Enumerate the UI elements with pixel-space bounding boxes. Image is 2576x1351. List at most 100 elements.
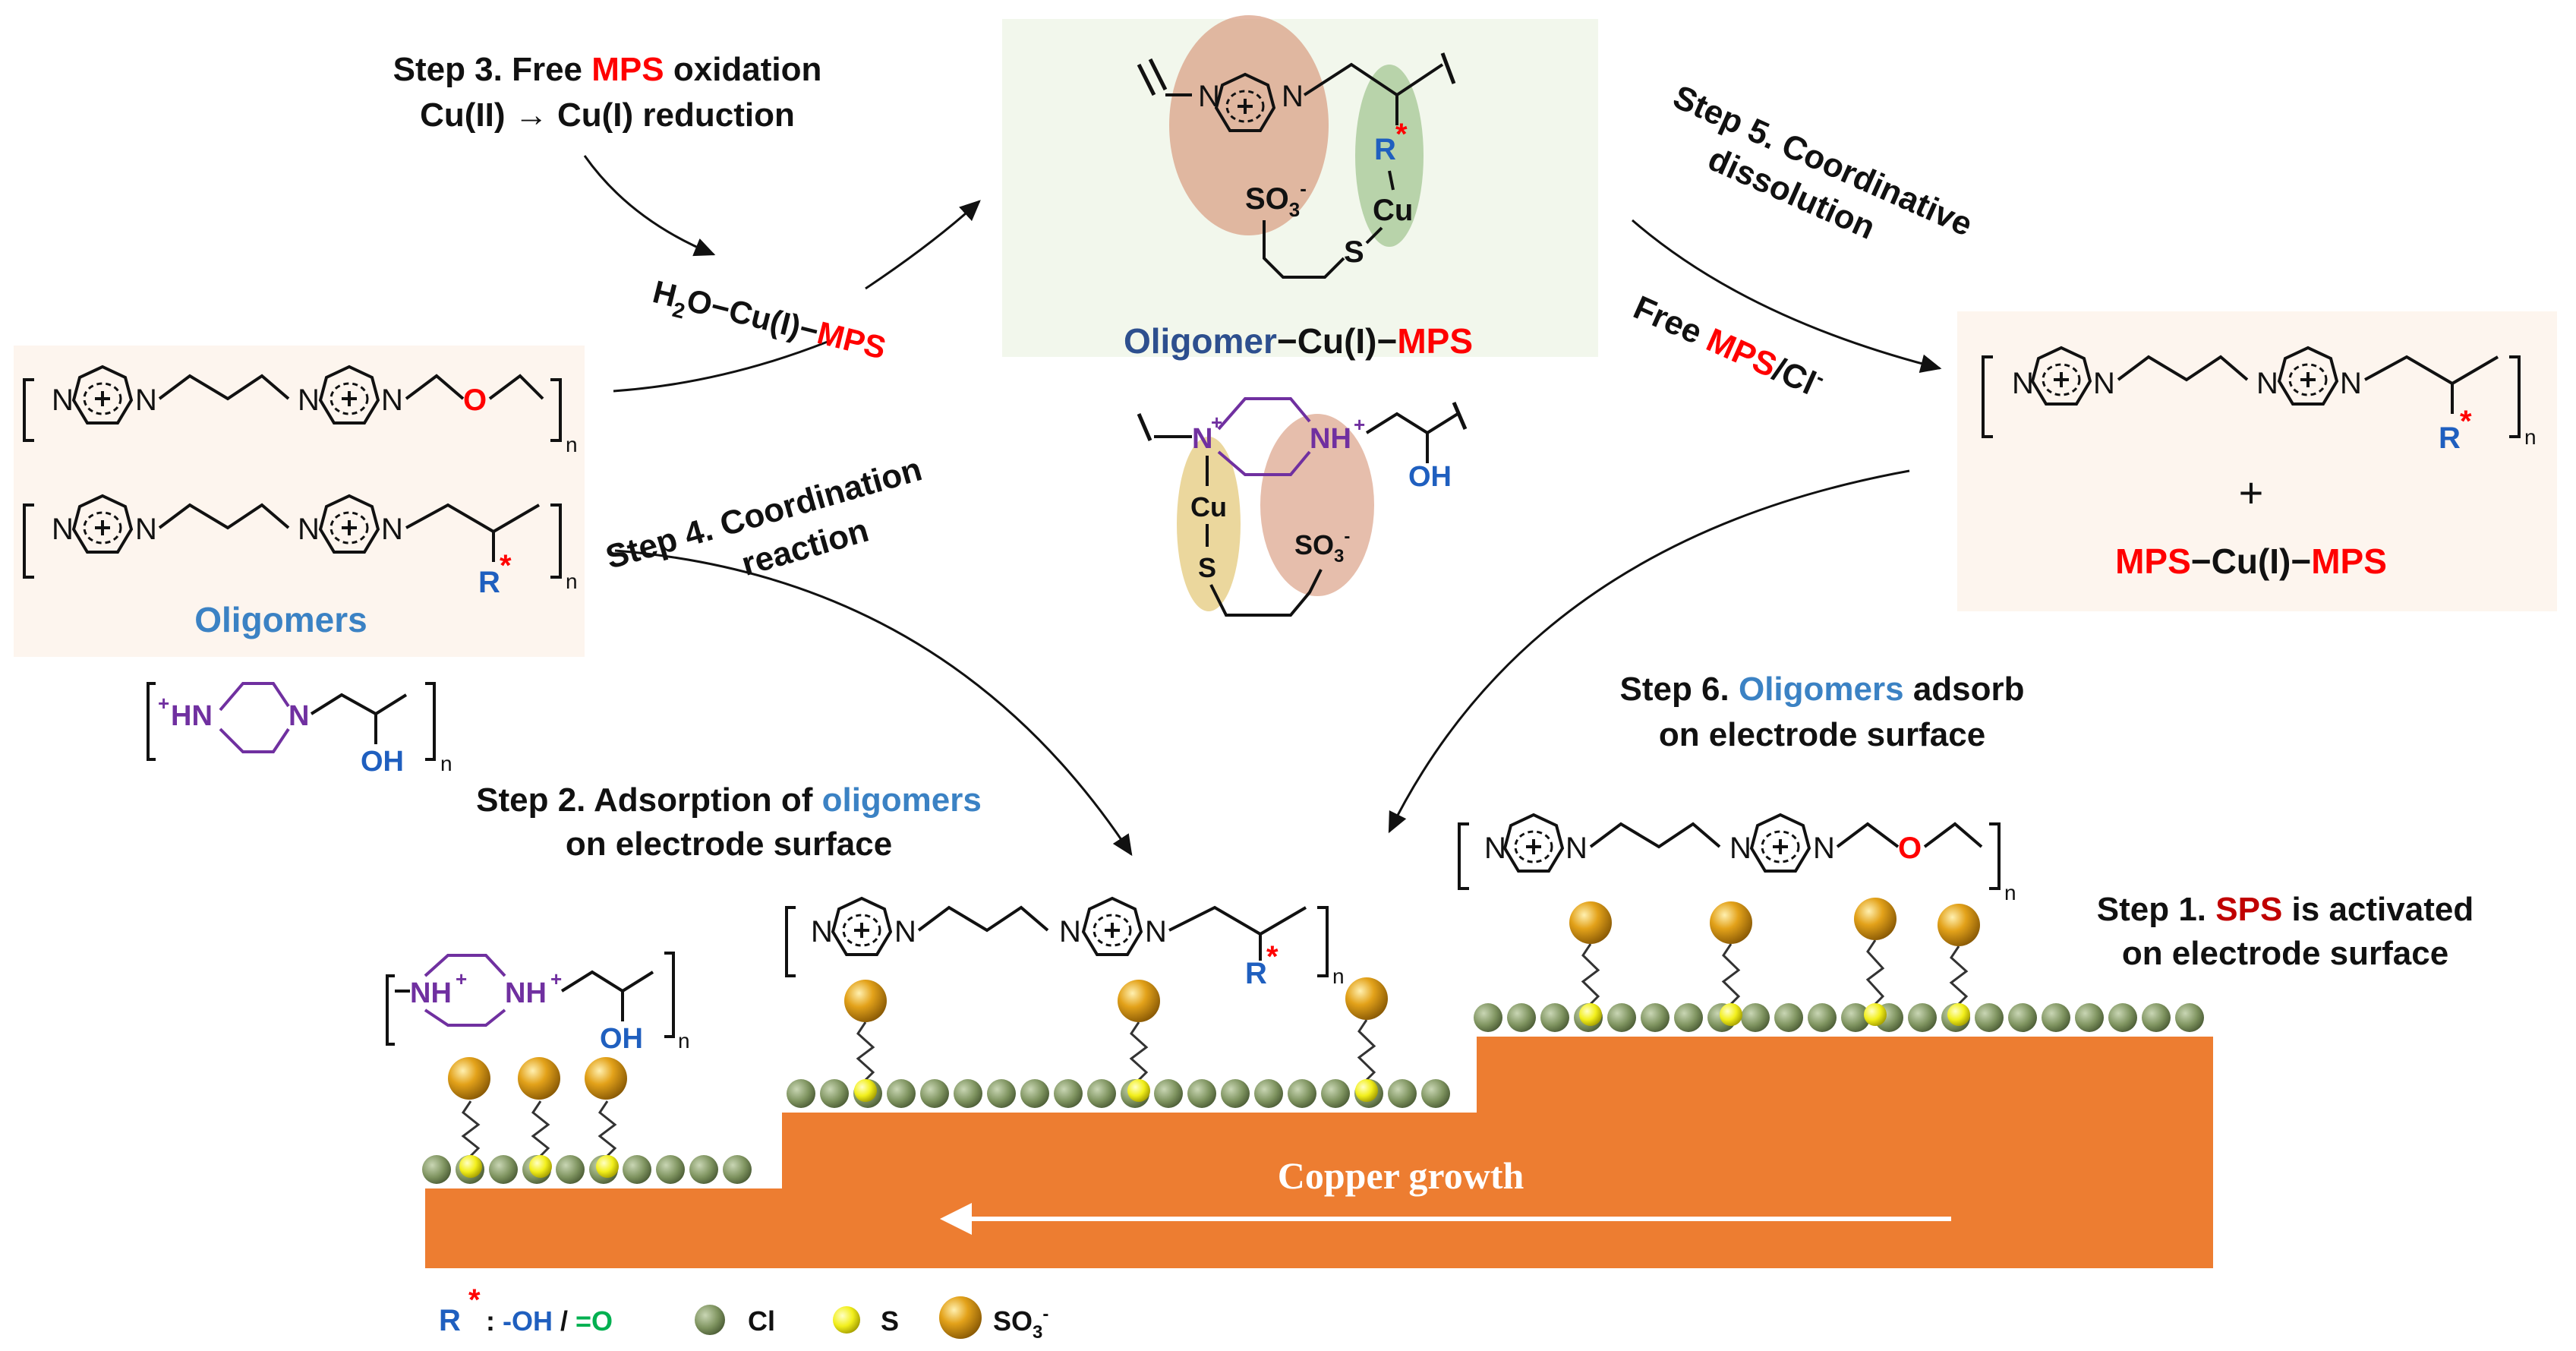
chloride-sphere xyxy=(1221,1079,1250,1108)
chloride-sphere xyxy=(1421,1079,1450,1108)
chloride-sphere xyxy=(1321,1079,1350,1108)
step3-label: Step 3. Free MPS oxidation xyxy=(393,51,822,88)
sulfonate-sphere xyxy=(844,980,887,1022)
chloride-sphere xyxy=(2142,1003,2171,1032)
sulfonate-sphere xyxy=(1854,898,1897,940)
chloride-sphere xyxy=(1908,1003,1937,1032)
sulfonate-sphere xyxy=(585,1057,627,1100)
chloride-sphere xyxy=(1288,1079,1316,1108)
svg-text:Cu: Cu xyxy=(1190,491,1227,522)
svg-text:n: n xyxy=(2004,881,2016,904)
chloride-sphere xyxy=(1641,1003,1670,1032)
sulfur-sphere xyxy=(1864,1003,1887,1026)
svg-text:N: N xyxy=(2340,367,2362,400)
piperazine-cu-complex: N + NH + OH Cu S SO3- xyxy=(1137,397,1468,617)
svg-text:N: N xyxy=(135,384,157,417)
sulfur-sphere xyxy=(1127,1079,1150,1102)
chloride-sphere xyxy=(1187,1079,1216,1108)
sulfur-sphere xyxy=(459,1155,482,1178)
chloride-sphere xyxy=(689,1155,718,1184)
chloride-sphere xyxy=(1388,1079,1417,1108)
chloride-sphere xyxy=(1474,1003,1502,1032)
chloride-sphere xyxy=(1540,1003,1569,1032)
svg-text:N: N xyxy=(2012,367,2034,400)
legend-r: R xyxy=(439,1304,461,1337)
chloride-sphere xyxy=(787,1079,815,1108)
chloride-sphere xyxy=(1808,1003,1837,1032)
svg-text:N: N xyxy=(288,700,309,732)
svg-text:N: N xyxy=(1282,80,1304,113)
mps-chain xyxy=(597,1100,617,1157)
chloride-sphere xyxy=(1674,1003,1703,1032)
svg-text:SO3-: SO3- xyxy=(1294,526,1350,567)
product-plus: + xyxy=(2239,469,2264,516)
svg-text:n: n xyxy=(2524,425,2537,449)
sulfur-sphere xyxy=(1947,1003,1970,1026)
copper-electrode xyxy=(425,1037,2213,1268)
chloride-sphere xyxy=(887,1079,916,1108)
legend-r-star: * xyxy=(468,1283,481,1317)
chloride-sphere xyxy=(954,1079,982,1108)
chloride-sphere xyxy=(820,1079,849,1108)
sulfonate-sphere xyxy=(1118,980,1160,1022)
chloride-sphere xyxy=(1020,1079,1049,1108)
svg-text:O: O xyxy=(463,384,487,417)
chloride-sphere xyxy=(2008,1003,2037,1032)
oligomers-label: Oligomers xyxy=(194,600,367,639)
svg-text:OH: OH xyxy=(600,1023,643,1055)
chloride-sphere xyxy=(1741,1003,1770,1032)
svg-text:n: n xyxy=(440,752,452,775)
svg-text:N: N xyxy=(381,384,403,417)
mps-chain xyxy=(1949,945,1969,1005)
svg-text:+: + xyxy=(456,967,467,990)
svg-text:N: N xyxy=(811,915,833,949)
oligomer-r-structure: N N N N R * n xyxy=(23,494,578,599)
chloride-sphere xyxy=(1774,1003,1803,1032)
products-panel xyxy=(1957,311,2557,611)
step1-label: Step 1. SPS is activated xyxy=(2097,891,2474,928)
sulfonate-sphere xyxy=(1938,904,1980,946)
step6-label-line2: on electrode surface xyxy=(1659,716,1985,753)
svg-text:N: N xyxy=(1145,915,1167,949)
sulfonate-sphere xyxy=(518,1057,560,1100)
svg-text:NH: NH xyxy=(410,977,452,1009)
mps-chain xyxy=(531,1100,550,1157)
svg-text:OH: OH xyxy=(1408,461,1452,493)
svg-text:R: R xyxy=(478,566,500,599)
svg-text:O: O xyxy=(1898,832,1922,865)
svg-text:OH: OH xyxy=(361,746,404,778)
legend-r-def: : -OH / =O xyxy=(486,1305,613,1337)
svg-text:N: N xyxy=(1565,832,1588,865)
svg-text:N: N xyxy=(894,915,916,949)
mps-chain xyxy=(1581,943,1600,1005)
mps-chain xyxy=(856,1021,875,1081)
svg-text:N: N xyxy=(1729,832,1751,865)
svg-text:S: S xyxy=(1198,552,1216,583)
chloride-sphere xyxy=(1154,1079,1183,1108)
product-oligomer-structure: N N N N R * n xyxy=(1982,346,2537,455)
svg-text:R: R xyxy=(2439,421,2461,455)
svg-text:NH: NH xyxy=(1310,423,1351,455)
mps-chain xyxy=(1865,939,1885,1005)
svg-text:N: N xyxy=(52,513,74,546)
svg-text:+: + xyxy=(1211,411,1222,434)
svg-text:N: N xyxy=(52,384,74,417)
sulfur-sphere xyxy=(529,1155,552,1178)
svg-text:N: N xyxy=(2093,367,2115,400)
step2-label-line2: on electrode surface xyxy=(566,825,892,863)
sulfur-sphere xyxy=(596,1155,619,1178)
svg-text:*: * xyxy=(1266,940,1279,974)
surface-piperazine-oligomer: NH + NH + OH n xyxy=(386,952,690,1055)
legend-cl-sphere xyxy=(695,1305,725,1335)
chloride-sphere xyxy=(556,1155,585,1184)
sulfur-sphere xyxy=(1355,1079,1378,1102)
svg-text:+: + xyxy=(550,967,562,990)
svg-text:N: N xyxy=(2256,367,2278,400)
svg-text:n: n xyxy=(678,1029,690,1053)
chloride-sphere xyxy=(1054,1079,1083,1108)
svg-text:HN: HN xyxy=(171,700,213,732)
svg-text:SO3-: SO3- xyxy=(1245,177,1307,221)
svg-text:N: N xyxy=(298,384,320,417)
surface-ether-oligomer: N N N N O n xyxy=(1458,813,2016,904)
